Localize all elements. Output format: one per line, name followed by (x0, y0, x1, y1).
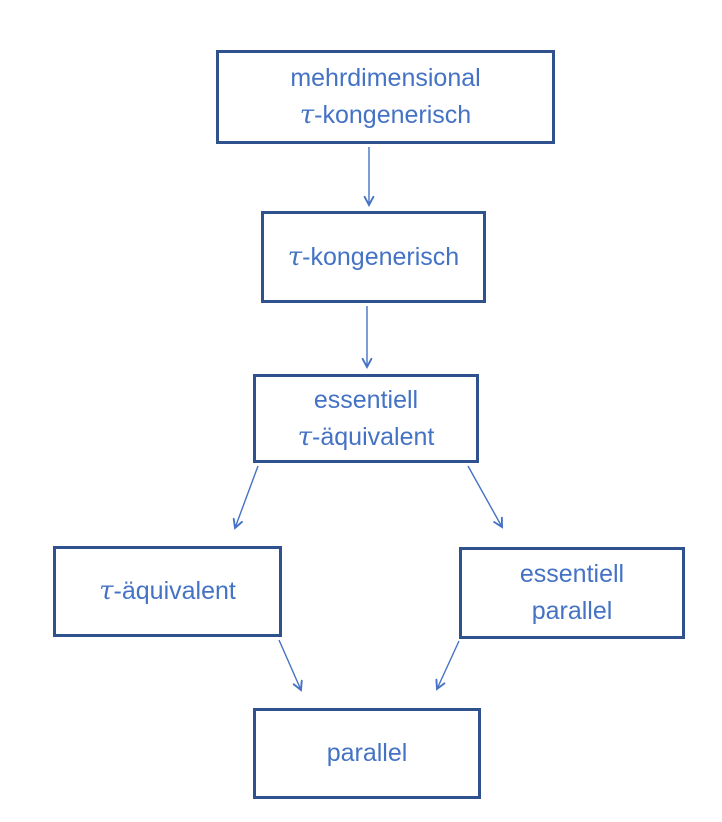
tau-symbol: τ (287, 241, 303, 272)
node-label-line: τ-äquivalent (99, 573, 236, 610)
node-label-text: parallel (531, 597, 613, 625)
node-essentiell-tau-aequivalent: essentiell τ-äquivalent (253, 374, 479, 463)
node-label-text: -äquivalent (113, 577, 236, 605)
arrow-tau-aequivalent-to-parallel (278, 639, 303, 692)
node-label-line: τ-kongenerisch (300, 97, 471, 134)
tau-symbol: τ (299, 100, 315, 130)
node-label-text: -kongenerisch (314, 101, 472, 129)
node-label-text: essentiell (519, 560, 625, 588)
node-label-text: -kongenerisch (302, 242, 460, 271)
node-label-line: essentiell (314, 382, 418, 419)
node-label-text: parallel (326, 739, 408, 767)
node-label-line: τ-kongenerisch (288, 239, 459, 276)
node-tau-aequivalent: τ-äquivalent (53, 546, 282, 637)
arrow-essentiell-parallel-to-parallel (435, 640, 460, 691)
node-label-line: parallel (532, 593, 613, 630)
node-label-line: τ-äquivalent (298, 419, 435, 456)
node-mehrdimensional-tau-kongenerisch: mehrdimensional τ-kongenerisch (216, 50, 555, 144)
node-label-text: -äquivalent (312, 422, 435, 451)
arrow-essentiell-tau-aequivalent-to-tau-aequivalent (232, 465, 259, 530)
tau-symbol: τ (297, 421, 313, 452)
node-label-text: mehrdimensional (290, 64, 481, 92)
node-label-line: parallel (327, 735, 408, 772)
arrow-essentiell-tau-aequivalent-to-essentiell-parallel (467, 465, 503, 529)
node-label-line: mehrdimensional (290, 60, 480, 97)
node-label-text: essentiell (313, 385, 419, 414)
node-essentiell-parallel: essentiell parallel (459, 547, 685, 639)
tau-symbol: τ (99, 576, 114, 606)
node-label-line: essentiell (520, 556, 624, 593)
node-parallel: parallel (253, 708, 481, 799)
node-tau-kongenerisch: τ-kongenerisch (261, 211, 486, 303)
